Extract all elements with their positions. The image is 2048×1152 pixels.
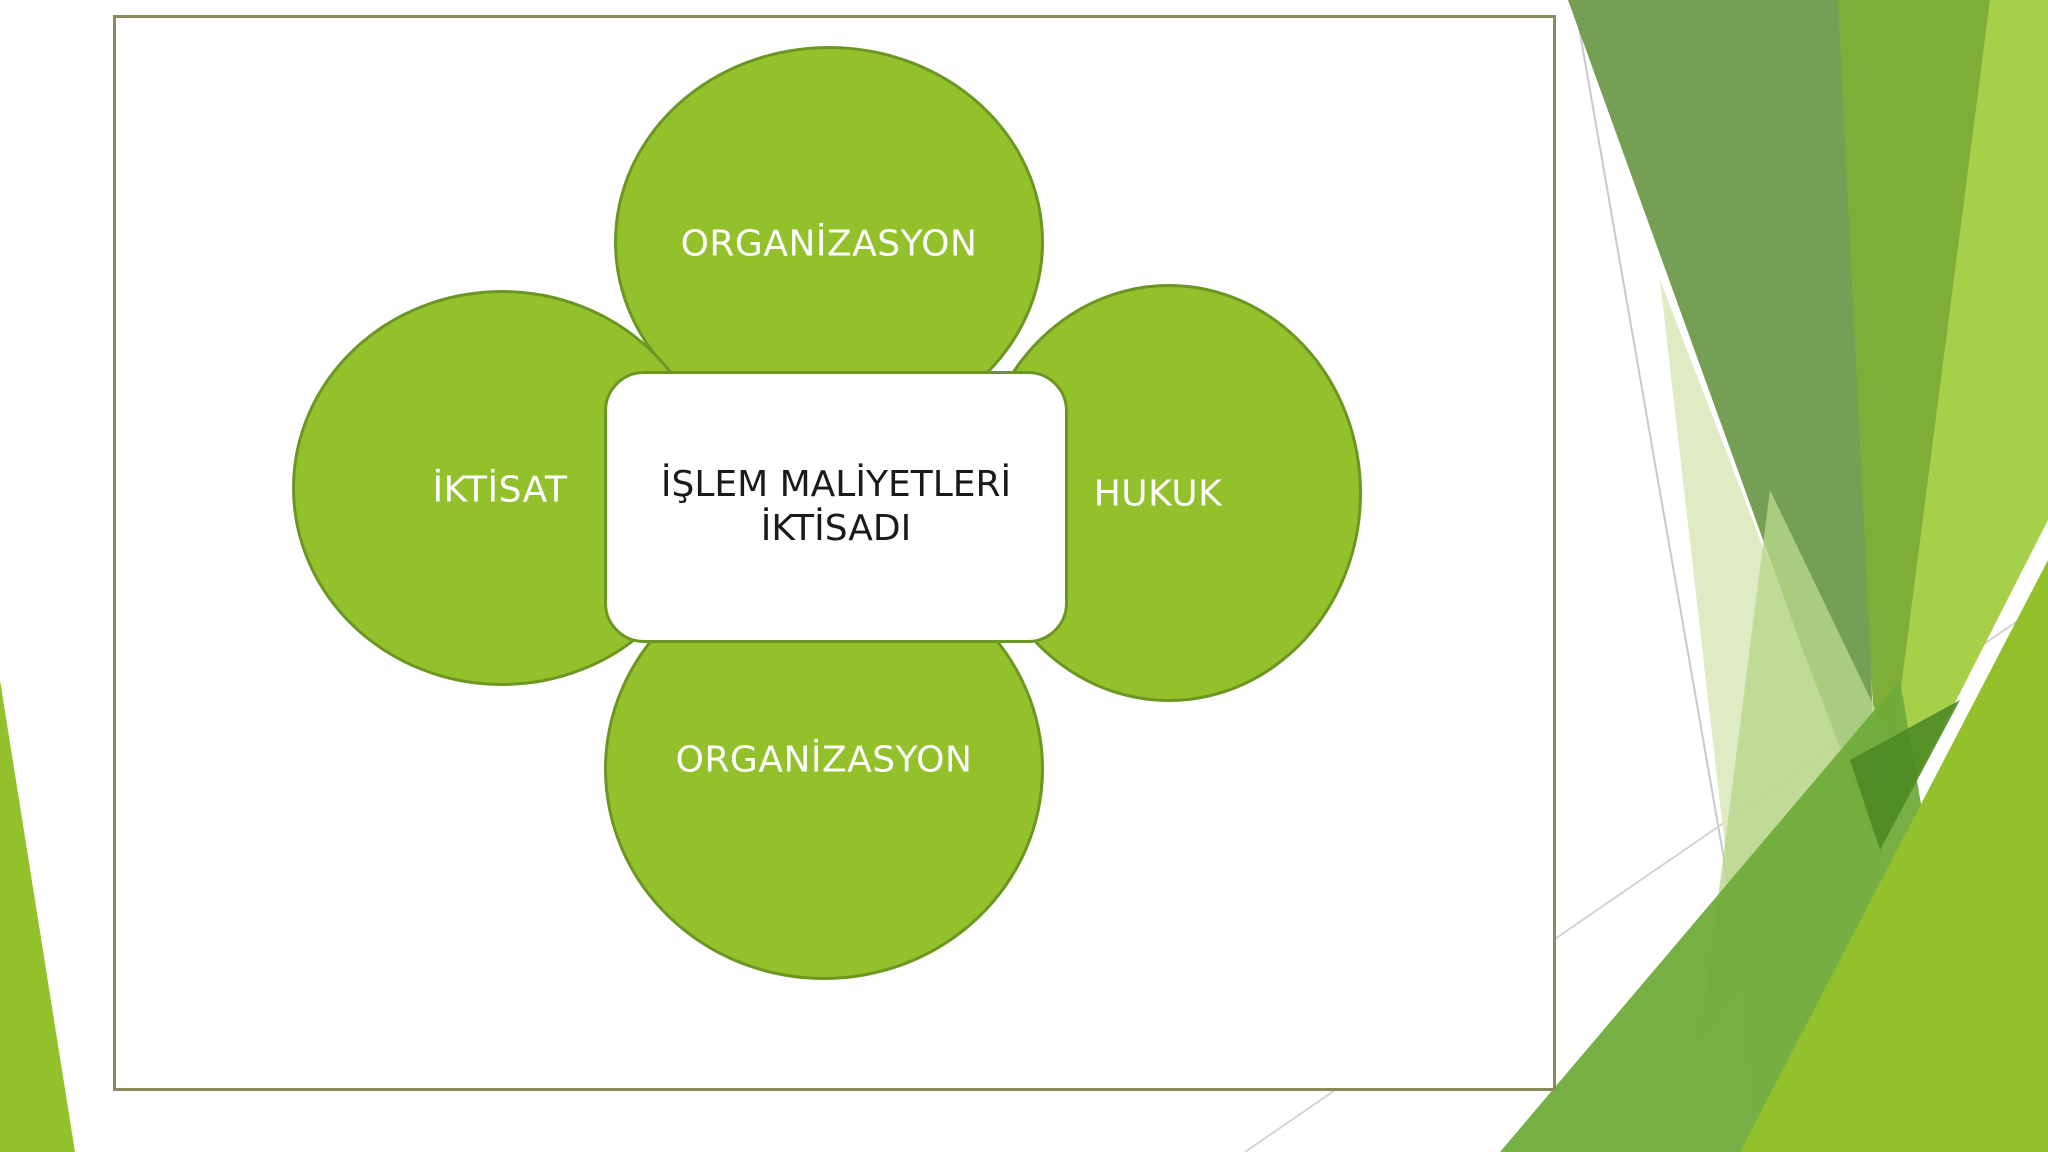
deco-shape-left <box>0 680 75 1152</box>
petal-bottom-label: ORGANİZASYON <box>675 739 973 781</box>
petal-top-label: ORGANİZASYON <box>680 223 978 265</box>
petal-right-label: HUKUK <box>1093 473 1223 515</box>
petal-left-label: İKTİSAT <box>432 469 568 511</box>
center-label: İŞLEM MALİYETLERİ İKTİSADI <box>660 464 1012 549</box>
deco-shape-mid-1 <box>1838 0 2000 850</box>
deco-shape-green-3 <box>1850 700 1960 850</box>
deco-shape-green-2 <box>1740 560 2048 1152</box>
deco-shape-light-2 <box>1880 0 2048 850</box>
center-box: İŞLEM MALİYETLERİ İKTİSADI <box>604 371 1068 643</box>
